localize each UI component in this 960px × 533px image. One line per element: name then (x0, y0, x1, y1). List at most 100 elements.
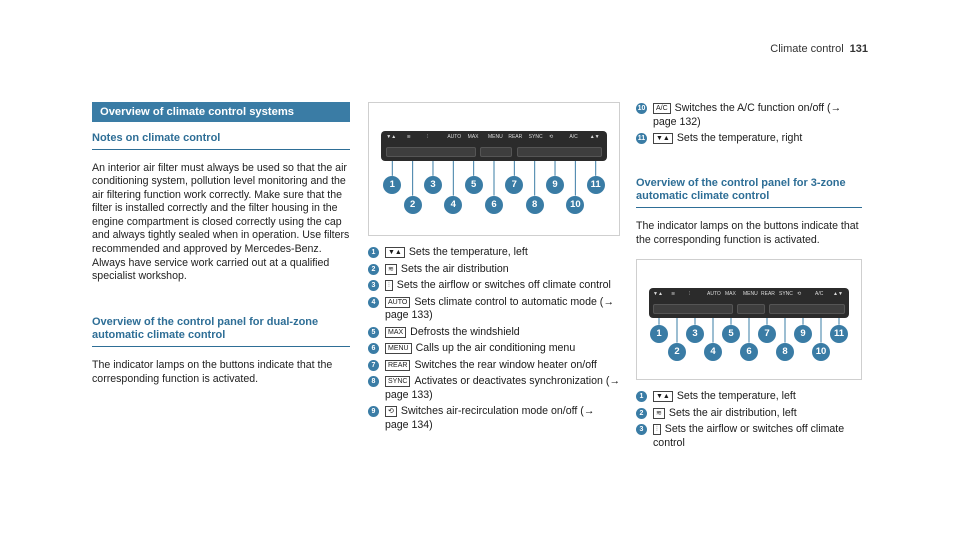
panel-button-label: A/C (569, 134, 578, 140)
callout-number: 9 (368, 406, 379, 418)
callout-badge: 3 (686, 325, 704, 343)
button-symbol-icon: ▼▲ (653, 133, 673, 145)
callout-number: 1 (368, 247, 379, 258)
legend-text: Sets the temperature, left (408, 246, 528, 258)
callout-badge: 1 (650, 325, 668, 343)
legend-description: ≋Sets the air distribution (385, 263, 620, 277)
legend-text: Defrosts the windshield (410, 325, 520, 338)
callout-lines (391, 161, 597, 196)
panel-button-label: SYNC (779, 291, 793, 298)
notes-paragraph: An interior air filter must always be us… (92, 161, 350, 283)
callout-badge: 4 (444, 195, 463, 214)
callout-badge: 10 (566, 195, 585, 214)
callout-number: 1 (636, 391, 647, 403)
three-zone-paragraph: The indicator lamps on the buttons indic… (636, 220, 859, 246)
legend-description: ≋Sets the air distribution, left (653, 407, 862, 421)
callout-badge: 7 (505, 175, 524, 194)
button-symbol-icon: REAR (385, 359, 411, 371)
button-symbol-icon: A/C (653, 103, 671, 114)
callout-badge: 11 (830, 325, 848, 343)
button-symbol-icon: ⫶ (385, 280, 393, 292)
panel-button-label: ▼▲ (653, 291, 663, 298)
callout-badge: 9 (794, 325, 812, 343)
callout-badge: 6 (485, 195, 503, 214)
callout-number: 8 (368, 376, 379, 388)
legend-item: 3⫶Sets the airflow or switches off clima… (368, 279, 620, 293)
legend-text: Sets climate control to automatic mode (… (385, 295, 614, 322)
panel-button-label: ≋ (671, 291, 676, 298)
callout-badge: 3 (423, 175, 442, 194)
column-left: Overview of climate control systems Note… (92, 102, 350, 386)
panel-button-label: ⟲ (549, 134, 554, 140)
callout-badge: 8 (525, 195, 544, 214)
panel-button-label: ≋ (406, 134, 411, 140)
callout-badge: 2 (403, 195, 422, 214)
legend-item: 3 ⫶Sets the airflow or switches off clima… (636, 423, 862, 450)
panel-key-strip (769, 304, 845, 315)
callout-number: 3 (636, 424, 647, 436)
panel-button-label: ⫶ (689, 291, 691, 298)
legend-description: ⫶Sets the airflow or switches off climat… (385, 279, 620, 293)
panel-key-strip (653, 304, 733, 315)
button-symbol-icon: ▼▲ (385, 247, 405, 258)
header-title: Climate control (770, 43, 844, 55)
callout-badge: 1 (383, 175, 402, 194)
callout-badge: 8 (776, 342, 794, 361)
callout-badge: 11 (586, 175, 605, 194)
legend-text: Sets the airflow or switches off climate… (653, 423, 845, 449)
panel-button-label: MENU (488, 134, 503, 140)
legend-item: 11▼▲Sets the temperature, right (636, 132, 862, 146)
panel-button-label: ⫶ (426, 134, 429, 140)
dual-zone-paragraph: The indicator lamps on the buttons indic… (92, 359, 333, 385)
callout-number: 2 (636, 407, 647, 419)
button-symbol-icon: AUTO (385, 296, 411, 308)
panel-button-label: REAR (508, 134, 523, 140)
callout-badge: 9 (546, 175, 565, 194)
callout-number: 6 (368, 343, 379, 355)
legend-item: 1 ▼▲Sets the temperature, left (368, 246, 620, 260)
legend-item: 2≋Sets the air distribution (368, 263, 620, 277)
legend-description: ⫶Sets the airflow or switches off climat… (653, 423, 862, 450)
button-symbol-icon: ≋ (653, 407, 665, 419)
callout-badge: 5 (464, 175, 483, 194)
button-symbol-icon: MENU (385, 343, 412, 355)
section-title: Overview of climate control systems (92, 102, 350, 122)
button-symbol-icon: ▼▲ (653, 391, 673, 403)
panel-button-label: REAR (761, 291, 775, 298)
legend-text: Calls up the air conditioning menu (415, 342, 576, 355)
callout-badge: 7 (758, 325, 776, 343)
panel-button-label: SYNC (528, 134, 543, 140)
legend-text: Switches the rear window heater on/off (414, 358, 597, 371)
panel-key-strip (480, 147, 513, 157)
panel-button-label: AUTO (707, 291, 721, 298)
panel-button-label: AUTO (447, 134, 462, 140)
legend-item: 1▼▲Sets the temperature, left (636, 390, 862, 404)
callout-lines (658, 318, 840, 343)
legend-item: 2 ≋Sets the air distribution, left (636, 407, 862, 421)
panel-key-strip (385, 147, 476, 157)
panel-key-strip (737, 304, 765, 315)
callout-badge: 2 (668, 342, 686, 361)
legend-text: Sets the air distribution, left (668, 406, 797, 419)
panel-button-label: ⟲ (797, 291, 802, 298)
legend-text: Switches air-recirculation mode on/off (… (385, 405, 595, 432)
legend-description: ⟲Switches air-recirculation mode on/off … (385, 405, 620, 432)
button-symbol-icon: MAX (385, 326, 407, 338)
legend-text: Sets the air distribution (400, 262, 509, 275)
